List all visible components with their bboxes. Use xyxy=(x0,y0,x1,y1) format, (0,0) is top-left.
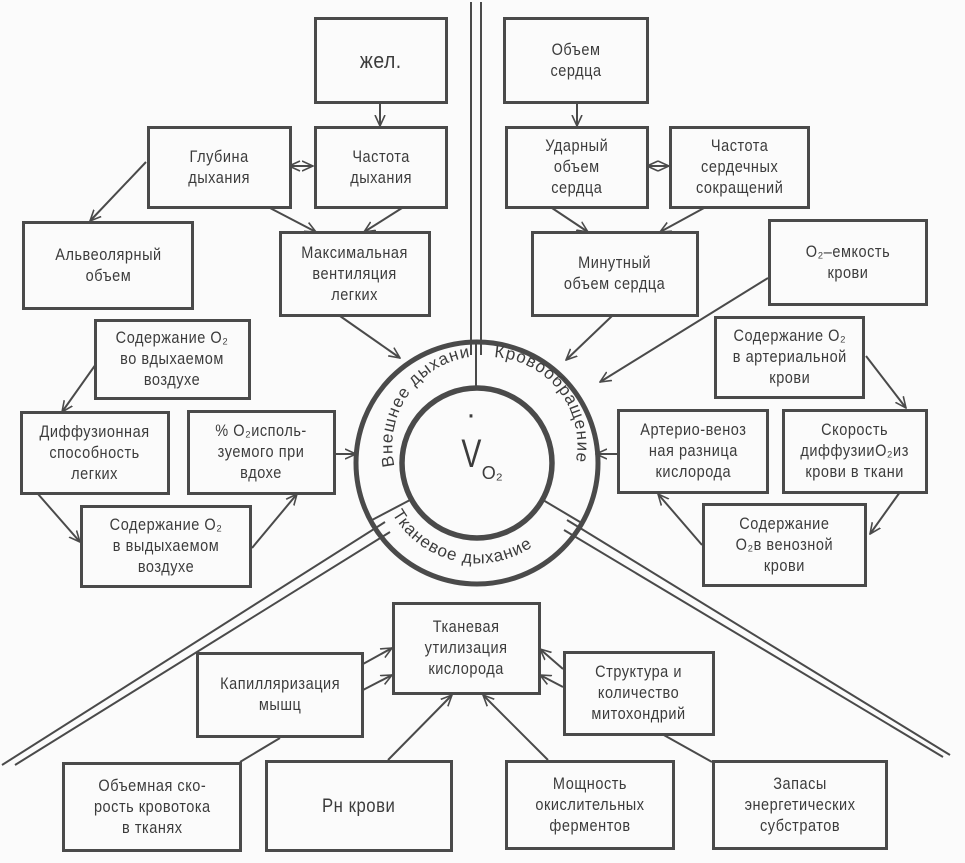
box-av-difference: Артерио-веноз ная разница кислорода xyxy=(617,409,769,494)
box-breath-depth: Глубина дыхания xyxy=(147,126,292,209)
central-circle xyxy=(353,339,601,587)
box-label: Капилляризация мышц xyxy=(220,675,340,714)
box-heart-volume: Объем сердца xyxy=(503,17,649,104)
vo2-subscript: O₂ xyxy=(481,463,503,483)
box-label: Максимальная вентиляция легких xyxy=(301,243,409,304)
arrow-enzymes-to-util xyxy=(483,695,549,761)
box-diffusion-capacity: Диффузионная способность легких xyxy=(20,411,170,495)
box-breath-rate: Частота дыхания xyxy=(314,126,448,209)
arrow-inhaled-to-diffusion xyxy=(62,363,97,412)
arrow-capil-to-util-1 xyxy=(362,648,392,665)
arrow-capil-to-util-2 xyxy=(362,674,392,691)
arrow-depth-to-ventilation xyxy=(269,207,316,232)
arrow-depth-to-alveolar xyxy=(90,161,147,221)
ring-divider-right xyxy=(542,499,581,523)
box-o2-capacity: O₂–емкость крови xyxy=(768,219,928,306)
arrow-ph-to-util xyxy=(387,695,452,761)
arrow-rate-to-ventilation xyxy=(364,207,403,232)
box-blood-ph: Pн крови xyxy=(265,760,453,852)
box-label: Минутный объем сердца xyxy=(564,254,666,293)
box-energy-substrates: Запасы энергетических субстратов xyxy=(712,760,888,850)
arrow-exhaled-to-percent xyxy=(251,494,297,549)
box-label: Диффузионная способность легких xyxy=(39,422,151,483)
sector-dividers xyxy=(1,2,951,766)
arrow-capacity-to-center xyxy=(600,277,769,382)
box-label: Содержание O₂ в артериальной крови xyxy=(732,327,847,387)
box-capillarization: Капилляризация мышц xyxy=(196,652,364,738)
box-o2-diffusion-rate: Скорость диффузииO₂из крови в ткани xyxy=(782,409,928,494)
box-alveolar-volume: Альвеолярный объем xyxy=(22,221,194,310)
box-o2-inhaled: Содержание O₂ во вдыхаемом воздухе xyxy=(94,319,251,400)
box-label: Частота дыхания xyxy=(350,147,412,187)
box-label: Запасы энергетических субстратов xyxy=(744,774,856,835)
box-label: жел. xyxy=(360,48,402,73)
arrow-ventilation-to-center xyxy=(339,315,400,358)
box-zhel: жел. xyxy=(314,17,448,104)
box-label: Структура и количество митохондрий xyxy=(591,663,687,723)
arrow-mito-to-util-1 xyxy=(540,649,564,670)
box-label: Частота сердечных сокращений xyxy=(695,137,784,197)
box-heart-rate: Частота сердечных сокращений xyxy=(669,126,810,209)
arrow-venous-to-avdiff xyxy=(658,494,703,546)
vo2-dot: · xyxy=(466,398,476,431)
box-tissue-utilization: Тканевая утилизация кислорода xyxy=(392,602,541,695)
connectors xyxy=(37,104,906,763)
divider-right-a xyxy=(566,519,951,756)
line-substrates-to-mito xyxy=(661,733,713,763)
box-label: Артерио-веноз ная разница кислорода xyxy=(639,421,747,481)
box-label: Альвеолярный объем xyxy=(54,245,162,285)
box-label: Содержание O₂ во вдыхаемом воздухе xyxy=(116,329,229,389)
vo2-symbol: · VO₂ xyxy=(458,398,506,483)
box-oxidative-enzymes: Мощность окислительных ферментов xyxy=(505,760,675,850)
box-label: Скорость диффузииO₂из крови в ткани xyxy=(800,421,910,481)
box-o2-arterial: Содержание O₂ в артериальной крови xyxy=(714,316,865,399)
divider-right-b xyxy=(563,529,944,758)
box-stroke-volume: Ударный объем сердца xyxy=(505,126,649,209)
box-label: Объемная ско- рость кровотока в тканях xyxy=(93,776,211,837)
vo2-letter: V xyxy=(461,432,482,476)
box-o2-venous: Содержание O₂в венозной крови xyxy=(702,503,867,587)
divider-left-a xyxy=(1,521,386,766)
arrow-mito-to-util-2 xyxy=(540,675,564,688)
arrow-diffusion-to-exhaled xyxy=(37,493,80,542)
box-label: Мощность окислительных ферментов xyxy=(535,774,645,835)
box-mitochondria: Структура и количество митохондрий xyxy=(563,651,715,736)
box-label: Pн крови xyxy=(322,795,396,817)
box-blood-flow: Объемная ско- рость кровотока в тканях xyxy=(62,762,242,852)
ring-label-circulation: Кровообращение xyxy=(494,342,593,464)
box-max-ventilation: Максимальная вентиляция легких xyxy=(279,231,431,317)
line-bloodflow-to-capil xyxy=(239,737,281,763)
box-o2-exhaled: Содержание O₂ в выдыхаемом воздухе xyxy=(80,505,252,588)
box-label: Содержание O₂в венозной крови xyxy=(735,514,834,575)
box-label: Тканевая утилизация кислорода xyxy=(425,618,508,678)
box-label: Глубина дыхания xyxy=(188,147,251,187)
box-minute-volume: Минутный объем сердца xyxy=(531,231,699,317)
box-label: Ударный объем сердца xyxy=(545,137,609,197)
box-label: % O₂исполь- зуемого при вдохе xyxy=(215,422,308,482)
arrow-arterial-to-diffrate xyxy=(865,355,906,408)
box-label: O₂–емкость крови xyxy=(805,242,891,282)
divider-left-b xyxy=(14,531,391,766)
box-label: Содержание O₂ в выдыхаемом воздухе xyxy=(109,516,223,576)
arrow-minute-to-center xyxy=(566,315,613,360)
arrow-diffrate-to-venous xyxy=(870,491,901,534)
arrow-heartrate-to-minute xyxy=(660,207,705,232)
ring-divider-left xyxy=(371,499,411,521)
box-o2-used-percent: % O₂исполь- зуемого при вдохе xyxy=(187,410,336,495)
arrow-stroke-to-minute xyxy=(551,207,588,232)
box-label: Объем сердца xyxy=(550,40,602,80)
